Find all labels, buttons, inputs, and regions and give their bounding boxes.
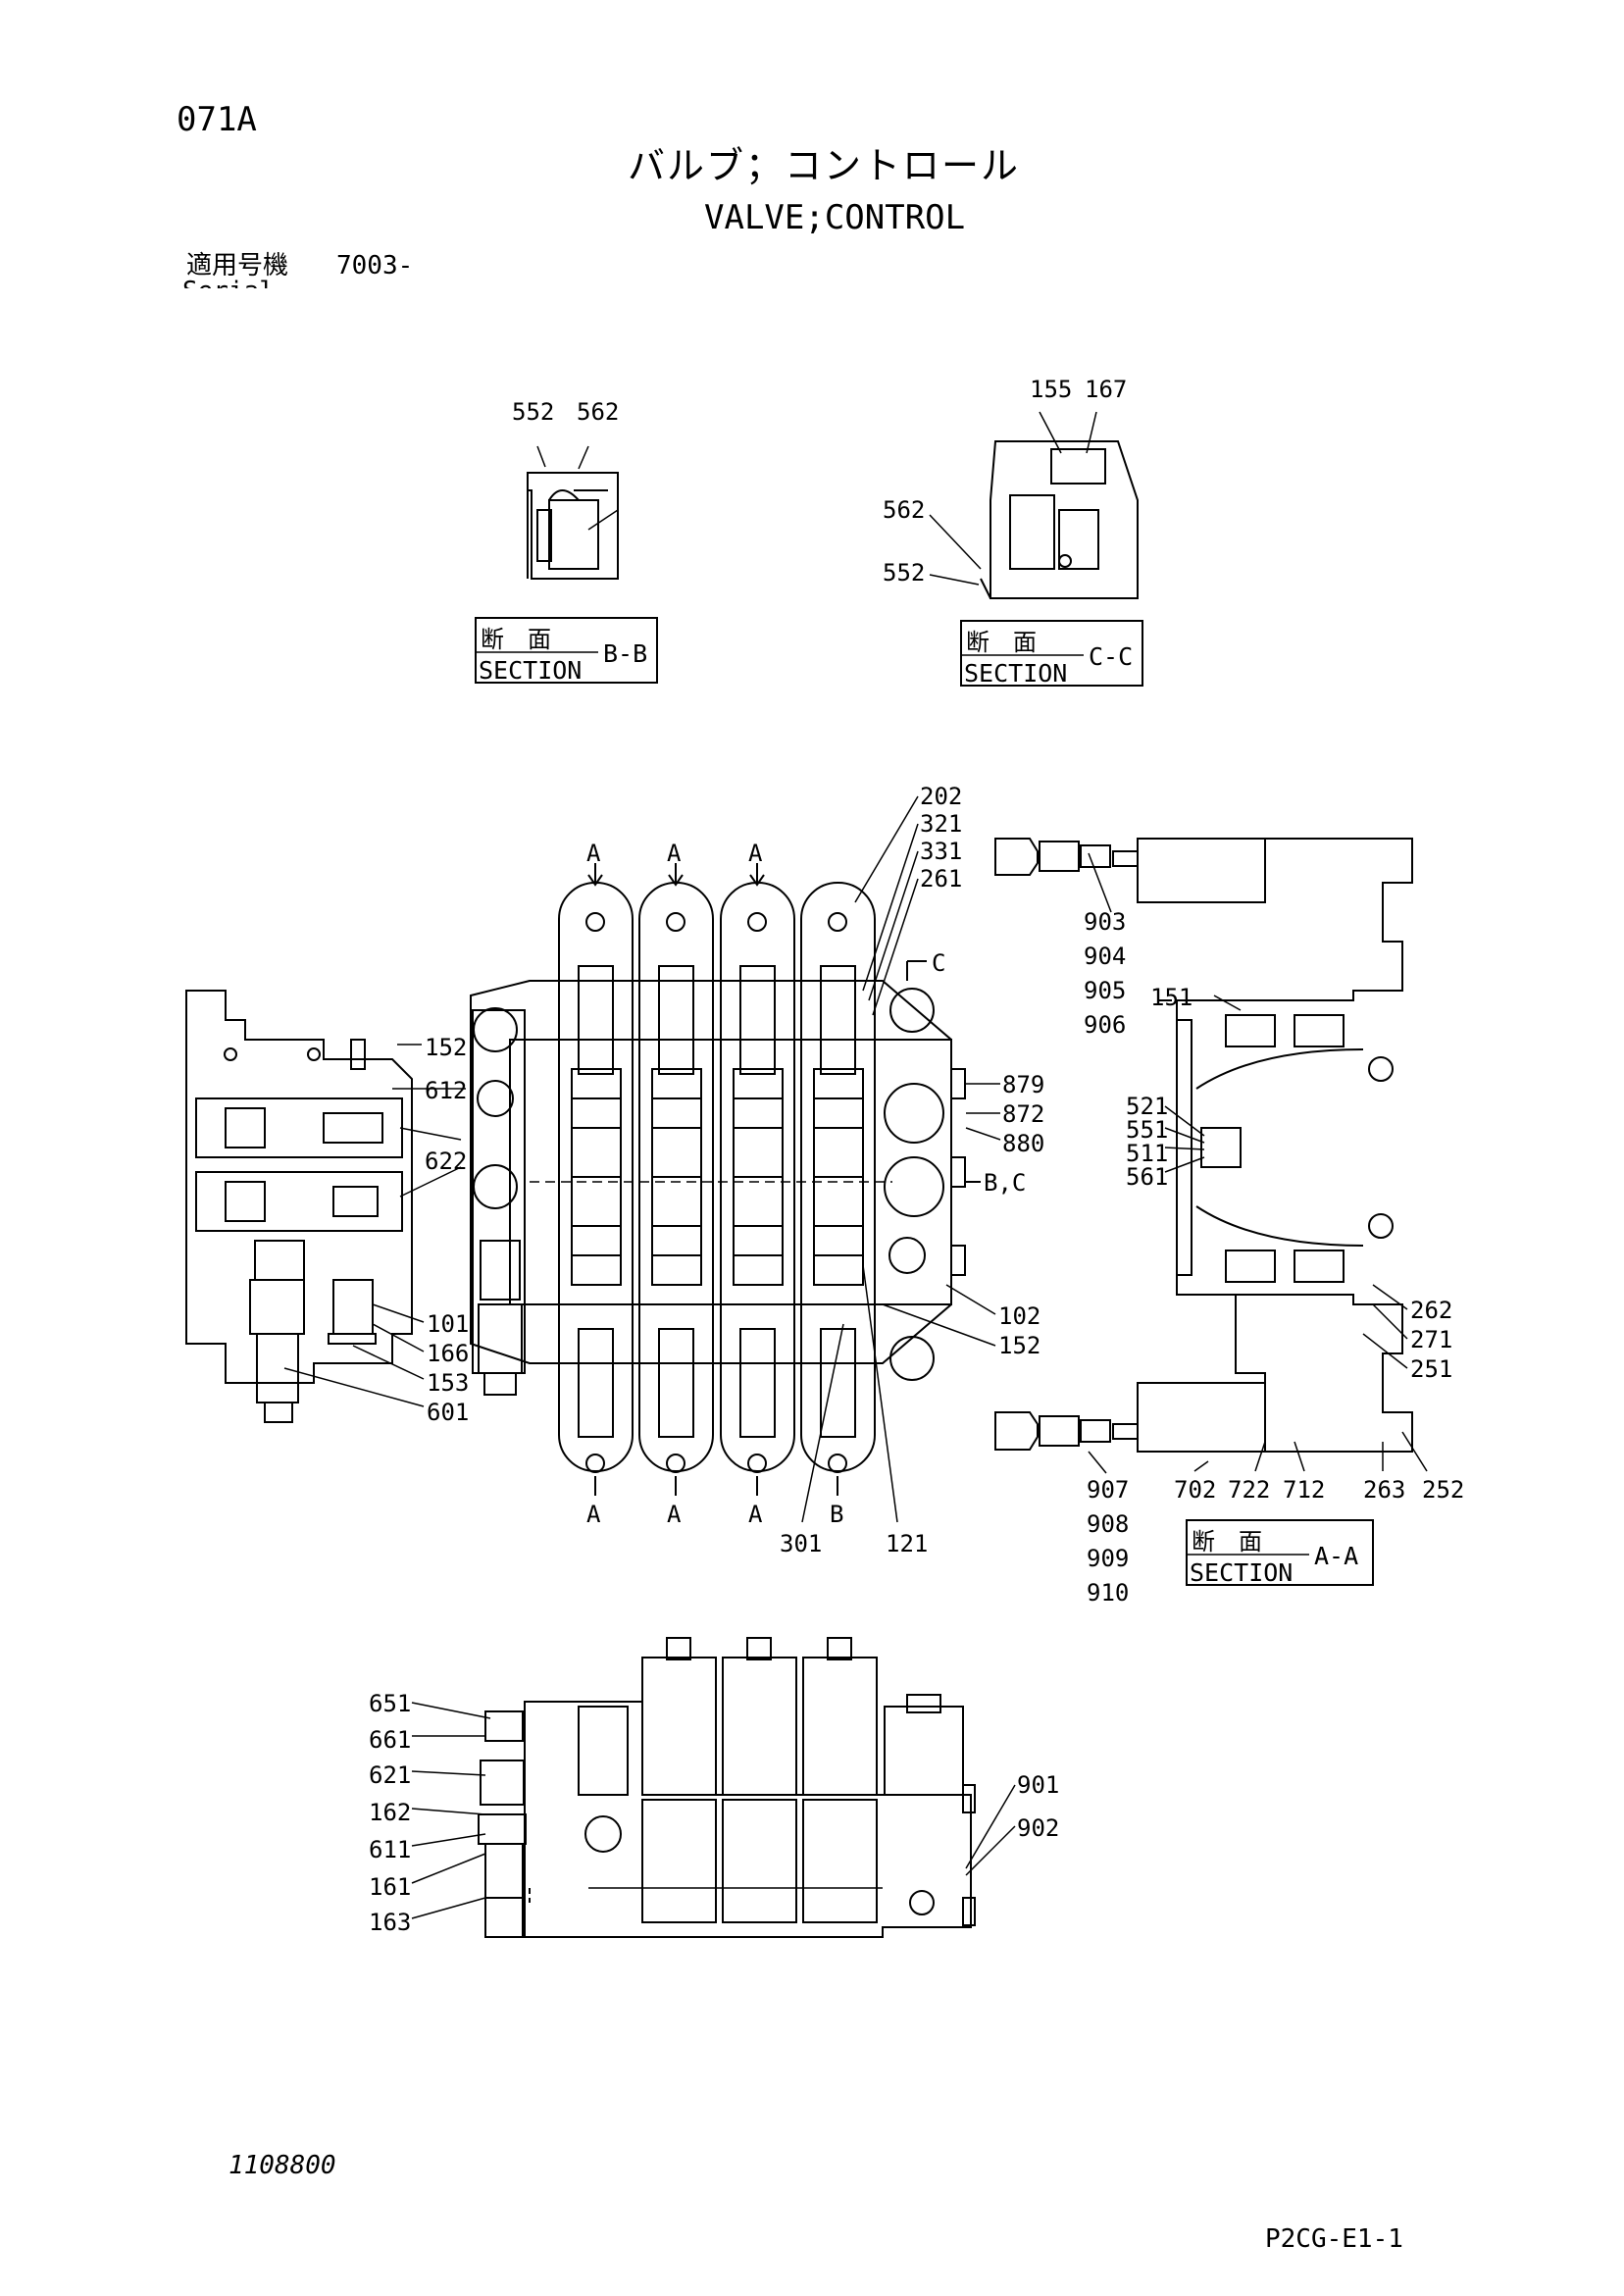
section-mark-bc: B,C xyxy=(984,1169,1026,1197)
callout-152-left: 152 xyxy=(425,1034,467,1061)
left-side-view: 152 612 622 101 166 153 601 xyxy=(185,990,469,1426)
callout-612: 612 xyxy=(425,1077,467,1104)
callout-102: 102 xyxy=(998,1302,1040,1330)
section-aa-id: A-A xyxy=(1314,1542,1358,1570)
section-aa-label: SECTION xyxy=(1190,1558,1293,1587)
bottom-view: 651 661 621 162 611 161 163 901 902 xyxy=(369,1637,1059,1938)
callout-121: 121 xyxy=(886,1530,928,1557)
callout-712: 712 xyxy=(1283,1476,1325,1504)
sheet-id: P2CG-E1-1 xyxy=(1265,2224,1403,2254)
callout-872: 872 xyxy=(1002,1100,1044,1128)
callout-908: 908 xyxy=(1087,1510,1129,1538)
title-english: VALVE;CONTROL xyxy=(704,198,966,237)
callout-252: 252 xyxy=(1422,1476,1464,1504)
callout-263: 263 xyxy=(1363,1476,1405,1504)
section-cc-jp: 断 面 xyxy=(966,629,1037,656)
document-number: 1108800 xyxy=(228,2151,336,2180)
detail-section-cc: 155 167 562 552 断 面 SECTION C-C xyxy=(883,376,1143,688)
callout-167: 167 xyxy=(1085,376,1127,403)
section-mark-b: B xyxy=(830,1501,843,1528)
callout-202: 202 xyxy=(920,783,962,810)
section-cc-label: SECTION xyxy=(964,659,1067,688)
callout-331: 331 xyxy=(920,838,962,865)
callout-552-cc: 552 xyxy=(883,559,925,587)
callout-551: 551 xyxy=(1126,1116,1168,1144)
section-mark-a-4: A xyxy=(586,1501,601,1528)
callout-101: 101 xyxy=(427,1310,469,1338)
callout-601: 601 xyxy=(427,1399,469,1426)
callout-562-cc: 562 xyxy=(883,496,925,524)
callout-903: 903 xyxy=(1084,908,1126,936)
section-cc-id: C-C xyxy=(1089,642,1133,671)
callout-153: 153 xyxy=(427,1369,469,1397)
callout-879: 879 xyxy=(1002,1071,1044,1098)
callout-901: 901 xyxy=(1017,1771,1059,1799)
callout-521: 521 xyxy=(1126,1093,1168,1120)
callout-722: 722 xyxy=(1228,1476,1270,1504)
main-front-view: A A A A A A B C B,C 202 321 331 261 879 … xyxy=(470,783,1044,1557)
serial-label-japanese: 適用号機 xyxy=(186,251,289,281)
callout-251: 251 xyxy=(1410,1355,1452,1383)
callout-552: 552 xyxy=(512,398,554,426)
serial-label-english-clipped: Serial No. xyxy=(182,279,320,288)
section-bb-label: SECTION xyxy=(479,656,582,685)
callout-905: 905 xyxy=(1084,977,1126,1004)
callout-271: 271 xyxy=(1410,1326,1452,1353)
callout-152-main: 152 xyxy=(998,1332,1040,1359)
section-mark-a-2: A xyxy=(667,840,682,867)
callout-880: 880 xyxy=(1002,1130,1044,1157)
callout-902: 902 xyxy=(1017,1814,1059,1842)
callout-162: 162 xyxy=(369,1799,411,1826)
callout-561: 561 xyxy=(1126,1163,1168,1191)
section-mark-c: C xyxy=(932,949,945,977)
callout-155: 155 xyxy=(1030,376,1072,403)
callout-151: 151 xyxy=(1150,984,1193,1011)
section-mark-a-6: A xyxy=(748,1501,763,1528)
detail-section-bb: 552 562 断 面 SECTION B-B xyxy=(475,398,658,685)
section-bb-jp: 断 面 xyxy=(481,626,551,653)
callout-909: 909 xyxy=(1087,1545,1129,1572)
callout-301: 301 xyxy=(780,1530,822,1557)
serial-value: 7003- xyxy=(336,251,414,281)
callout-321: 321 xyxy=(920,810,962,838)
callout-262: 262 xyxy=(1410,1297,1452,1324)
callout-904: 904 xyxy=(1084,943,1126,970)
section-mark-a-1: A xyxy=(586,840,601,867)
section-mark-a-5: A xyxy=(667,1501,682,1528)
serial-label-english: Serial No. xyxy=(182,279,320,288)
callout-622: 622 xyxy=(425,1148,467,1175)
callout-910: 910 xyxy=(1087,1579,1129,1607)
callout-906: 906 xyxy=(1084,1011,1126,1039)
callout-161: 161 xyxy=(369,1873,411,1901)
callout-163: 163 xyxy=(369,1909,411,1936)
section-mark-a-3: A xyxy=(748,840,763,867)
callout-651: 651 xyxy=(369,1690,411,1717)
callout-511: 511 xyxy=(1126,1140,1168,1167)
callout-702: 702 xyxy=(1174,1476,1216,1504)
callout-611: 611 xyxy=(369,1836,411,1863)
callout-166: 166 xyxy=(427,1340,469,1367)
callout-907: 907 xyxy=(1087,1476,1129,1504)
callout-661: 661 xyxy=(369,1726,411,1754)
callout-261: 261 xyxy=(920,865,962,893)
callout-562: 562 xyxy=(577,398,619,426)
page-code: 071A xyxy=(177,100,257,139)
title-japanese: バルブ；コントロール xyxy=(628,144,1021,187)
right-section-aa: 903 904 905 906 151 521 551 511 561 262 … xyxy=(994,838,1464,1607)
spool-columns xyxy=(558,882,876,1473)
callout-621: 621 xyxy=(369,1761,411,1789)
section-aa-jp: 断 面 xyxy=(1192,1528,1262,1556)
section-bb-id: B-B xyxy=(603,639,647,668)
